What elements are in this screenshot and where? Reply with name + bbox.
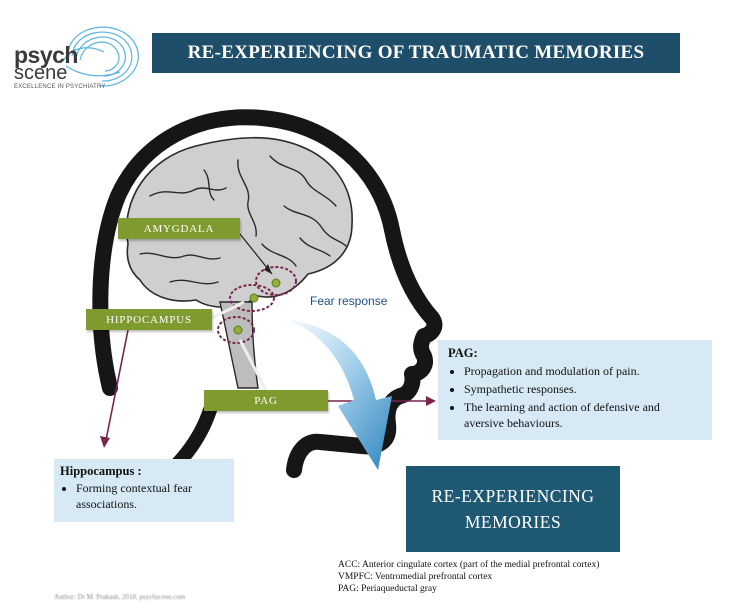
pag-arrow-head <box>426 396 436 406</box>
abbreviation-legend: ACC: Anterior cingulate cortex (part of … <box>338 559 599 595</box>
hippocampus-info-heading: Hippocampus : <box>60 464 142 478</box>
hippocampus-region <box>229 284 275 312</box>
amygdala-pointer-head <box>264 264 272 274</box>
re-experiencing-line1: RE-EXPERIENCING <box>431 486 595 506</box>
re-experiencing-box: RE-EXPERIENCING MEMORIES <box>406 466 620 552</box>
pag-info-list: Propagation and modulation of pain. Symp… <box>448 363 702 431</box>
logo-tagline: EXCELLENCE IN PSYCHIATRY <box>14 84 106 90</box>
pag-pointer <box>238 339 270 395</box>
brainstem <box>219 301 259 389</box>
fear-response-label: Fear response <box>310 294 388 308</box>
pag-dot <box>233 325 243 335</box>
footer-credit: Author: Dr M. Prakash, 2018, psychscene.… <box>54 593 186 601</box>
pag-info-box: PAG: Propagation and modulation of pain.… <box>438 340 712 440</box>
re-experiencing-line2: MEMORIES <box>464 512 562 532</box>
amygdala-region <box>255 266 297 296</box>
hippocampus-dot <box>249 293 259 303</box>
abbreviation-pag: PAG: Periaqueductal gray <box>338 584 437 594</box>
page-title: RE-EXPERIENCING OF TRAUMATIC MEMORIES <box>152 33 680 73</box>
abbreviation-vmpfc: VMPFC: Ventromedial prefrontal cortex <box>338 572 493 582</box>
hippocampus-arrow-head <box>100 436 110 448</box>
hippocampus-info-list: Forming contextual fear associations. <box>60 480 228 512</box>
logo-text-scene: scene <box>14 62 68 84</box>
pag-region <box>217 316 255 344</box>
hippocampus-arrow <box>105 329 129 441</box>
head-outline <box>92 109 443 478</box>
list-item: Forming contextual fear associations. <box>76 480 228 512</box>
list-item: Sympathetic responses. <box>464 381 702 397</box>
hippocampus-info-box: Hippocampus : Forming contextual fear as… <box>54 459 234 522</box>
list-item: Propagation and modulation of pain. <box>464 363 702 379</box>
fear-response-arrow <box>282 318 392 470</box>
list-item: The learning and action of defensive and… <box>464 399 702 431</box>
hippocampus-pointer <box>211 300 245 320</box>
logo: psych scene EXCELLENCE IN PSYCHIATRY <box>0 0 150 100</box>
abbreviation-acc: ACC: Anterior cingulate cortex (part of … <box>338 560 600 570</box>
hippocampus-label: HIPPOCAMPUS <box>86 309 212 330</box>
logo-text-psych: psych <box>14 42 78 68</box>
pag-info-heading: PAG: <box>448 346 478 360</box>
pag-label: PAG <box>204 390 328 411</box>
amygdala-label: AMYGDALA <box>118 218 240 239</box>
brain-gyri <box>139 155 347 285</box>
logo-swirl-icon <box>63 26 139 87</box>
amygdala-dot <box>271 278 281 288</box>
